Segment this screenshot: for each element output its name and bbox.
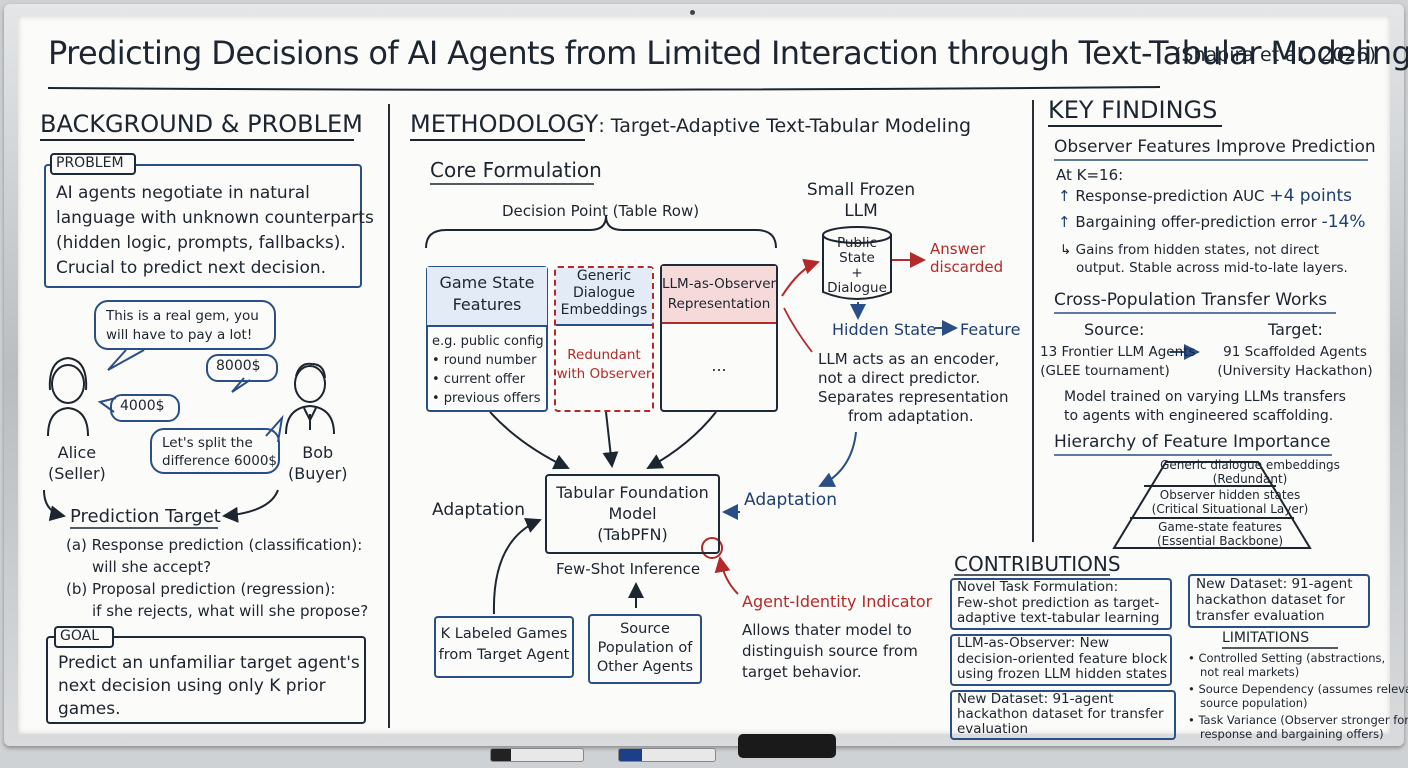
divider-right [1032,100,1034,542]
methodology-heading: METHODOLOGY: Target-Adaptive Text-Tabula… [410,110,972,138]
findings-heading: KEY FINDINGS [1048,96,1218,124]
decision-point: Decision Point (Table Row) [502,202,700,220]
cylinder-text: Public State + Dialogue [827,235,887,296]
bubble-gem-text: This is a real gem, you will have to pay… [106,308,259,343]
whiteboard-surface [18,16,1390,734]
title: Predicting Decisions of AI Agents from L… [48,34,1408,72]
goal-text: Predict an unfamiliar target agent's nex… [58,653,360,719]
bargain-row: ↑ Bargaining offer-prediction error -14% [1058,212,1366,232]
problem-text: AI agents negotiate in natural language … [56,183,374,278]
hidden-state: Hidden State [832,320,937,339]
gains-text: ↳ Gains from hidden states, not direct o… [1060,242,1348,276]
contribution-task-box [950,578,1172,630]
agent-identity: Agent-Identity Indicator [742,592,933,611]
bubble-8000 [206,354,278,382]
bubble-split [150,428,280,474]
limitation-controlled: • Controlled Setting (abstractions, not … [1188,651,1386,679]
bubble-split-text: Let's split the difference 6000$ [162,435,278,469]
transfer-heading: Cross-Population Transfer Works [1054,290,1328,310]
answer-discarded: Answer discarded [930,240,1004,276]
citation: (Shapira et al., 2026) [1174,44,1376,66]
auc-row: ↑ Response-prediction AUC +4 points [1058,186,1353,206]
contribution-observer-box [950,634,1172,686]
pyramid-top-label: Generic dialogue embeddings (Redundant) [1160,458,1340,486]
contribution-observer-text: LLM-as-Observer: New decision-oriented f… [957,635,1168,682]
tfm-box [545,474,720,554]
goal-tag: GOAL [60,628,99,644]
feature-label: Feature [960,320,1021,339]
eraser[interactable] [738,734,836,758]
k-labeled-box [434,616,574,678]
source-pop-box [588,614,702,684]
dialogue-title: Generic Dialogue Embeddings [560,268,648,318]
contributions-heading: CONTRIBUTIONS [954,552,1121,576]
game-state-header [427,267,547,327]
core-formulation: Core Formulation [430,158,602,182]
encoder-text: LLM acts as an encoder, not a direct pre… [818,350,1009,425]
marker-blue[interactable] [618,748,716,762]
problem-box [44,164,362,288]
observer-column [660,264,778,412]
at-k: At K=16: [1056,166,1124,184]
observer-ellipsis: ... [711,356,727,375]
observer-title: LLM-as-Observer Representation [662,276,777,312]
bubble-8000-text: 8000$ [216,358,261,374]
goal-box [46,636,366,724]
tfm-text: Tabular Foundation Model (TabPFN) [556,483,709,544]
contribution-dataset2-text: New Dataset: 91-agent hackathon dataset … [1196,576,1353,624]
dialogue-column [554,266,654,412]
dialogue-redundant: Redundant with Observer [556,347,652,382]
contribution-dataset-box [950,690,1176,740]
prediction-target-list: (a) Response prediction (classification)… [66,536,369,620]
observer-heading: Observer Features Improve Prediction [1054,137,1376,157]
marker-black[interactable] [490,748,584,762]
model-transfer-text: Model trained on varying LLMs transfers … [1064,389,1346,424]
adaptation-right: Adaptation [744,490,837,510]
pyramid-mid-label: Observer hidden states (Critical Situati… [1151,488,1309,516]
adaptation-left: Adaptation [432,500,525,520]
contribution-task-text: Novel Task Formulation: Few-shot predict… [957,579,1160,626]
bubble-4000 [110,394,180,422]
small-frozen-llm: Small Frozen LLM [806,180,916,221]
bubble-4000-text: 4000$ [120,398,165,414]
alice-label: Alice (Seller) [48,443,106,483]
source-pop-text: Source Population of Other Agents [596,621,694,675]
target-text: 91 Scaffolded Agents (University Hackath… [1217,344,1373,379]
goal-tag-box [54,626,114,648]
background-heading: BACKGROUND & PROBLEM [40,110,363,138]
observer-header [662,266,776,324]
source-label: Source: [1084,320,1145,339]
divider-left [388,104,390,728]
bubble-gem [94,300,276,350]
magnet-dot [690,10,695,15]
few-shot-inference: Few-Shot Inference [556,560,701,578]
limitation-source: • Source Dependency (assumes relevant so… [1188,682,1408,710]
dialogue-header [556,268,652,326]
contribution-dataset-text: New Dataset: 91-agent hackathon dataset … [957,691,1164,737]
hierarchy-heading: Hierarchy of Feature Importance [1054,432,1331,452]
problem-tag: PROBLEM [56,155,124,171]
game-state-title: Game State Features [439,273,535,314]
limitation-variance: • Task Variance (Observer stronger for r… [1188,713,1408,741]
target-label: Target: [1268,320,1323,339]
problem-tag-box [50,153,136,175]
limitations-heading: LIMITATIONS [1222,630,1310,646]
game-state-list: e.g. public config • round number • curr… [432,334,544,406]
agent-identity-text: Allows thater model to distinguish sourc… [742,621,918,681]
source-text: 13 Frontier LLM Agents (GLEE tournament) [1040,344,1196,379]
pyramid-bottom-label: Game-state features (Essential Backbone) [1156,520,1284,548]
bob-label: Bob (Buyer) [288,443,348,483]
prediction-target: Prediction Target [70,506,221,527]
contribution-dataset2-box [1188,574,1370,628]
k-labeled-text: K Labeled Games from Target Agent [438,626,570,663]
